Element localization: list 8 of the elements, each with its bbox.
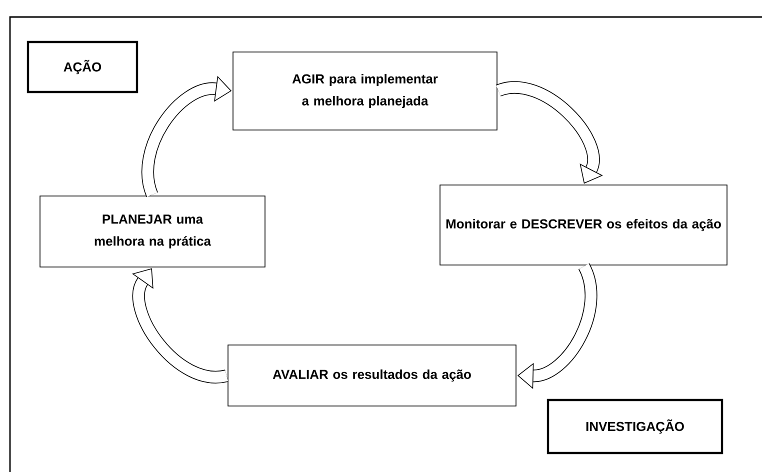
process-box: Monitorar e DESCREVER os efeitos da ação — [440, 184, 728, 266]
label-box: INVESTIGAÇÃO — [546, 398, 724, 454]
process-box: AGIR para implementar a melhora planejada — [232, 52, 498, 130]
process-box: PLANEJAR uma melhora na prática — [40, 196, 266, 268]
curved-arrow — [496, 81, 603, 184]
curved-arrow — [132, 268, 228, 384]
process-box: AVALIAR os resultados da ação — [228, 344, 516, 406]
label-box: AÇÃO — [26, 40, 138, 94]
